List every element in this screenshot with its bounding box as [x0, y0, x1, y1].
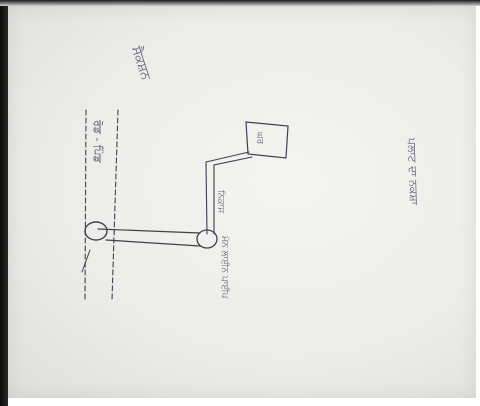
- document-title: ਪਲਾਟ ਦਾ ਨਕਸ਼ਾ: [405, 137, 420, 206]
- pipe-line: [206, 152, 252, 234]
- pipe-label-mainline: ਮੇਨ ਲਾਈਨ ਪਾਈਪ: [219, 235, 230, 299]
- drain-circle: [85, 222, 107, 240]
- house-box: ਘਰ: [246, 122, 288, 158]
- connection-line: [98, 229, 200, 246]
- house-box-label: ਘਰ: [254, 131, 264, 145]
- corner-note: ਸੈਕਸ਼ਨ: [128, 43, 154, 82]
- road-label: ਰੋਡ - ਪਿੰਡ: [91, 119, 104, 164]
- pipe-label-outlet: ਨਿਕਾਸ: [215, 189, 226, 214]
